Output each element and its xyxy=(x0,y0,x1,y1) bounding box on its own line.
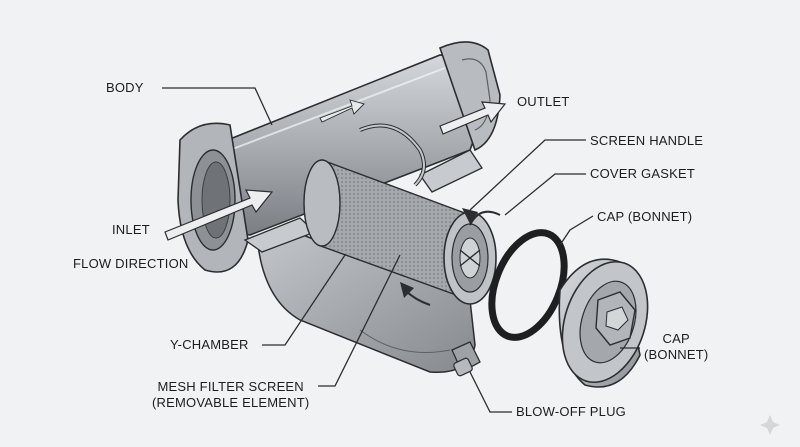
mesh-filter-screen-shape xyxy=(303,159,497,305)
flow-arrows xyxy=(164,101,507,306)
outlet-arrow-icon xyxy=(439,101,507,135)
blow-off-plug-shape xyxy=(451,341,481,377)
label-blow-off-plug: BLOW-OFF PLUG xyxy=(516,404,626,419)
label-flow-direction: FLOW DIRECTION xyxy=(73,256,189,271)
label-screen-handle: SCREEN HANDLE xyxy=(590,133,704,148)
cap-line-1: CAP xyxy=(662,331,690,346)
y-chamber-shape xyxy=(257,229,476,374)
mesh-line-2: (REMOVABLE ELEMENT) xyxy=(152,395,310,410)
cap-line-2: (BONNET) xyxy=(644,347,709,362)
label-cap-bonnet-bottom: CAP (BONNET) xyxy=(644,331,708,363)
leader-lines xyxy=(162,87,640,413)
label-inlet: INLET xyxy=(112,222,150,237)
mesh-line-1: MESH FILTER SCREEN xyxy=(157,379,304,394)
cover-gasket-shape xyxy=(488,229,568,341)
cap-bonnet-shape xyxy=(558,258,649,388)
label-outlet: OUTLET xyxy=(517,94,570,109)
curved-arrow-icon xyxy=(469,210,501,226)
inlet-arrow-icon xyxy=(164,189,274,241)
sparkle-icon xyxy=(760,415,780,435)
label-cap-bonnet-top: CAP (BONNET) xyxy=(597,209,693,224)
label-body: BODY xyxy=(106,80,144,95)
body-shape xyxy=(177,41,501,273)
label-y-chamber: Y-CHAMBER xyxy=(170,337,249,352)
screen-handle-shape xyxy=(359,123,426,187)
label-cover-gasket: COVER GASKET xyxy=(590,166,695,181)
label-mesh-filter-screen: MESH FILTER SCREEN (REMOVABLE ELEMENT) xyxy=(152,379,309,411)
